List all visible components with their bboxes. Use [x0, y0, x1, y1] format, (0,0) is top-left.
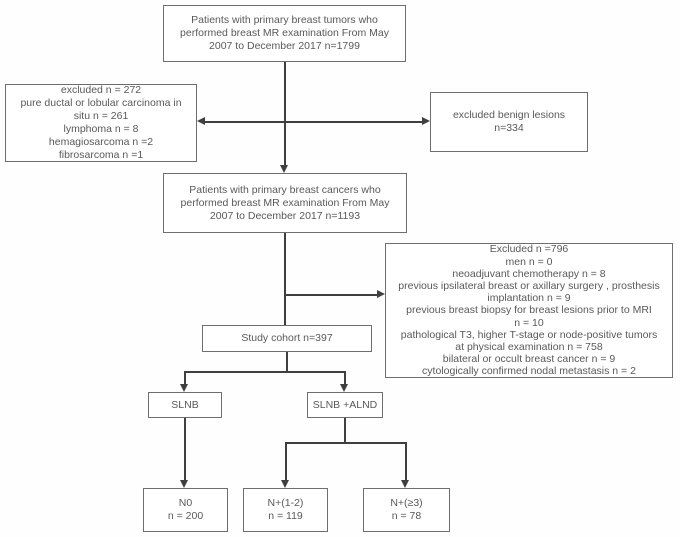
box-n1-2-line2: n = 119 — [268, 510, 303, 522]
box-excluded-carcinoma-line1: excluded n = 272 — [60, 84, 142, 96]
connector-cohort-down — [286, 352, 288, 372]
arrowhead-down-n1-2-icon — [281, 480, 289, 488]
connector-split-npositive — [285, 442, 406, 444]
connector-slnb-alnd-down — [344, 418, 346, 443]
arrowhead-right-excluded-main-icon — [377, 290, 385, 298]
arrowhead-right-benign-icon — [422, 117, 430, 125]
connector-cancers-to-cohort — [284, 233, 286, 325]
connector-down-n3plus — [405, 442, 407, 481]
box-primary-tumors-line2: performed breast MR examination From May — [180, 27, 389, 39]
box-n1-2-line1: N+(1-2) — [267, 497, 304, 509]
box-primary-tumors-line1: Patients with primary breast tumors who — [191, 14, 378, 26]
arrowhead-down-cancers-icon — [280, 165, 288, 173]
box-excluded-main-line2: men n = 0 — [505, 255, 553, 268]
box-excluded-main-line8: pathological T3, higher T-stage or node-… — [400, 328, 658, 341]
connector-to-excluded-main — [285, 294, 377, 296]
box-excluded-benign: excluded benign lesions n=334 — [430, 92, 588, 152]
box-slnb: SLNB — [148, 392, 222, 418]
connector-top-to-cancers — [284, 62, 286, 165]
box-excluded-main-line4: previous ipsilateral breast or axillary … — [398, 280, 660, 292]
arrowhead-down-n3plus-icon — [401, 480, 409, 488]
box-primary-cancers: Patients with primary breast cancers who… — [163, 173, 407, 233]
box-primary-cancers-line1: Patients with primary breast cancers who — [189, 183, 381, 196]
box-study-cohort-line1: Study cohort n=397 — [241, 332, 333, 344]
connector-down-slnb — [184, 371, 186, 385]
box-excluded-carcinoma-line3: situ n = 261 — [73, 110, 129, 122]
box-study-cohort: Study cohort n=397 — [202, 325, 372, 352]
box-excluded-main-line3: neoadjuvant chemotherapy n = 8 — [452, 267, 606, 280]
box-slnb-alnd-line1: SLNB +ALND — [312, 398, 378, 411]
box-primary-cancers-line2: performed breast MR examination From May — [180, 196, 390, 209]
arrowhead-down-slnb-icon — [180, 384, 188, 392]
box-excluded-main-line6: previous breast biopsy for breast lesion… — [406, 304, 652, 317]
box-excluded-carcinoma-line5: hemagiosarcoma n =2 — [48, 136, 154, 148]
box-slnb-line1: SLNB — [171, 398, 199, 411]
arrowhead-left-excluded-icon — [197, 117, 205, 125]
box-n0-line1: N0 — [178, 497, 193, 509]
connector-down-n1-2 — [285, 442, 287, 481]
box-primary-cancers-line3: 2007 to December 2017 n=1193 — [209, 209, 361, 222]
box-excluded-carcinoma: excluded n = 272 pure ductal or lobular … — [5, 84, 197, 162]
box-n3plus-line2: n = 78 — [391, 510, 422, 522]
box-slnb-alnd: SLNB +ALND — [307, 392, 383, 418]
box-excluded-carcinoma-line6: fibrosarcoma n =1 — [58, 149, 144, 161]
box-excluded-benign-line1: excluded benign lesions — [452, 109, 566, 121]
box-excluded-benign-line2: n=334 — [494, 122, 524, 134]
box-excluded-carcinoma-line2: pure ductal or lobular carcinoma in — [20, 97, 182, 109]
box-n3plus: N+(≥3) n = 78 — [363, 488, 450, 532]
box-n0-line2: n = 200 — [167, 510, 204, 522]
box-excluded-main: Excluded n =796 men n = 0 neoadjuvant ch… — [385, 243, 673, 378]
connector-exclusions-horizontal — [204, 121, 423, 123]
box-excluded-main-line11: cytologically confirmed nodal metastasis… — [422, 365, 636, 378]
box-n3plus-line1: N+(≥3) — [390, 497, 423, 509]
box-n0: N0 n = 200 — [143, 488, 228, 532]
box-n1-2: N+(1-2) n = 119 — [243, 488, 328, 532]
arrowhead-down-n0-icon — [180, 480, 188, 488]
box-excluded-main-line5: implantation n = 9 — [487, 292, 571, 305]
box-excluded-main-line1: Excluded n =796 — [489, 243, 569, 256]
box-excluded-main-line9: at physical examination n = 758 — [455, 341, 603, 354]
connector-down-slnb-alnd — [344, 371, 346, 385]
box-primary-tumors-line3: 2007 to December 2017 n=1799 — [209, 40, 360, 52]
arrowhead-down-slnb-alnd-icon — [340, 384, 348, 392]
connector-slnb-to-n0 — [184, 418, 186, 481]
connector-split-slnb — [184, 371, 345, 373]
box-excluded-carcinoma-line4: lymphoma n = 8 — [63, 123, 139, 135]
box-excluded-main-line7: n = 10 — [514, 316, 544, 329]
box-primary-tumors: Patients with primary breast tumors who … — [163, 5, 406, 62]
box-excluded-main-line10: bilateral or occult breast cancer n = 9 — [442, 353, 616, 366]
